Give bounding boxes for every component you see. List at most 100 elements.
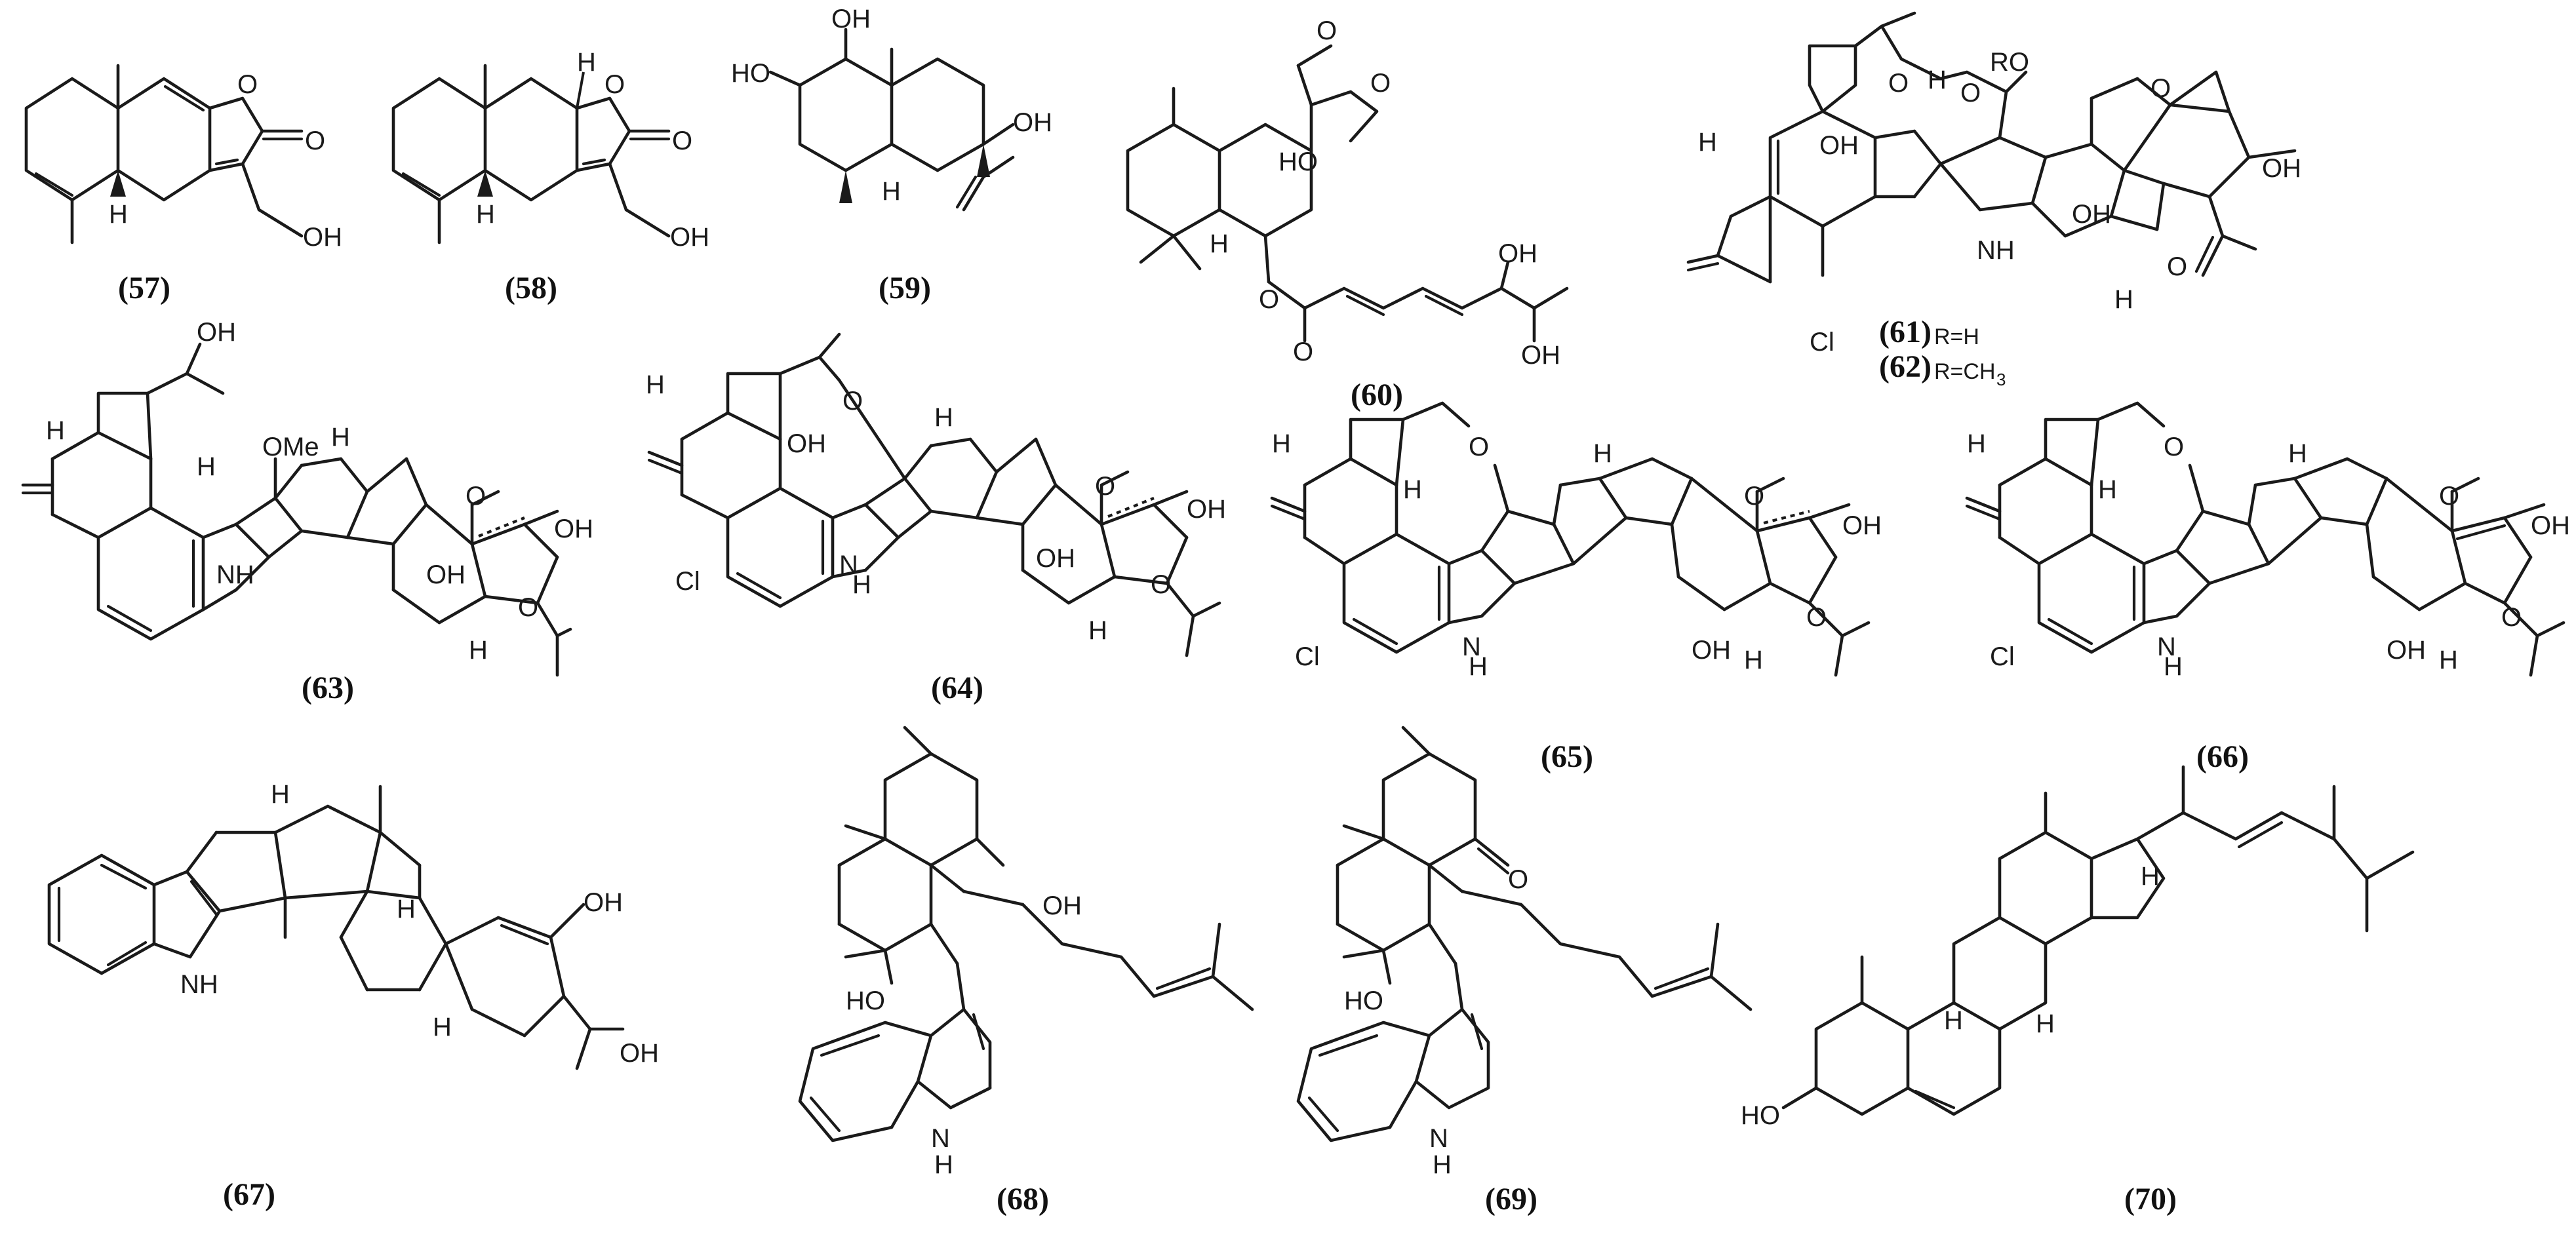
atom-h-65a: H [1272,429,1291,458]
atom-h-63a: H [46,416,65,445]
atom-oh-61b: OH [2072,200,2111,229]
atom-o-66c: O [2501,603,2522,632]
r-group-62-subscript: 3 [1996,370,2006,389]
atom-oh-65b: OH [1842,511,1882,540]
atom-oh-61c: OH [2262,154,2301,183]
atom-o-66b: O [2439,482,2459,511]
atom-o-60d: O [1293,338,1313,366]
atom-o-63b: O [518,593,538,622]
atom-oh-64b: OH [1036,544,1075,573]
atom-oh-67a: OH [584,888,623,917]
atom-h-61b: H [1698,128,1717,157]
atom-h-65d: H [1469,652,1488,681]
atom-oh-68a: OH [1042,891,1082,920]
atom-h-67a: H [271,780,290,809]
atom-cl-61: Cl [1810,328,1834,357]
atom-oh-59b: OH [1013,108,1052,137]
atom-n-65: N [1462,633,1481,661]
atom-n-64: N [839,551,858,579]
atom-oh-65a: OH [1692,636,1731,665]
atom-h-66e: H [2439,646,2458,674]
atom-h-64d: H [1088,616,1107,645]
atom-oh-66b: OH [2531,511,2570,540]
atom-h-67c: H [433,1013,452,1042]
compound-label-61: (61) [1879,315,1932,349]
atom-oh-60b: OH [1521,341,1560,370]
atom-o-58b: O [672,127,692,155]
atom-o-65c: O [1806,603,1827,632]
atom-oh-63c: OH [554,515,593,543]
structure-65: H O H H Cl N H OH O OH O H (65) [1270,401,1882,774]
structure-68: OH HO N H (68) [798,726,1254,1217]
atom-o-57: O [237,70,258,99]
atom-o-65b: O [1744,482,1764,511]
atom-h-70c: H [2141,862,2160,891]
atom-oh-67b: OH [620,1039,659,1068]
atom-h-66a: H [1967,429,1986,458]
atom-h-64c: H [852,570,871,599]
compound-label-70: (70) [2124,1182,2177,1217]
atom-o-57b: O [305,127,325,155]
atom-h-66c: H [2288,439,2307,468]
atom-h-64a: H [646,370,665,399]
compound-label-65: (65) [1541,739,1593,774]
atom-h-58a: H [577,48,596,77]
structure-60: O O HO H O O OH OH (60) [1126,16,1569,412]
structure-70: HO H H H (70) [1741,765,2415,1217]
atom-o-61a: O [1888,69,1909,98]
atom-nh-63: NH [216,560,254,589]
compound-label-68: (68) [997,1182,1049,1217]
atom-h-61a: H [1928,66,1947,94]
compound-label-64: (64) [931,671,983,705]
compound-label-63: (63) [302,671,354,705]
atom-o-69: O [1508,865,1528,894]
atom-h-70b: H [2036,1009,2055,1038]
atom-oh-66a: OH [2387,636,2426,665]
atom-o-64c: O [1151,570,1171,599]
atom-h-64b: H [934,403,953,432]
compound-label-67: (67) [223,1177,275,1212]
atom-h-70a: H [1944,1006,1963,1035]
atom-cl-66: Cl [1990,642,2015,671]
atom-h-61c: H [2114,285,2133,314]
atom-oh-61a: OH [1819,131,1859,160]
atom-nh-67: NH [180,970,218,999]
atom-o-61d: O [2167,252,2187,281]
atom-o-66a: O [2164,433,2184,461]
atom-o-63a: O [466,482,486,511]
r-group-61: R=H [1934,324,1979,349]
atom-h-65b: H [1403,475,1422,504]
atom-o-60a: O [1317,16,1337,45]
structure-63: OH OMe H H H NH OH O OH O H (63) [21,318,593,705]
atom-ho-59: HO [731,59,770,88]
atom-oh-59a: OH [831,5,871,33]
compound-label-59: (59) [879,271,931,305]
atom-ro-61: RO [1990,48,2029,77]
atom-oh-64c: OH [1187,495,1226,524]
atom-ho-70: HO [1741,1101,1780,1130]
atom-oh-60a: OH [1498,239,1537,268]
atom-h-57: H [109,200,128,229]
atom-nh-68: N [931,1124,950,1153]
atom-h-67b: H [397,895,416,924]
atom-cl-64: Cl [675,567,700,596]
atom-oh-57: OH [303,223,342,252]
atom-h-63c: H [331,423,350,452]
atom-h-63b: H [197,452,216,481]
atom-h-66d: H [2164,652,2183,681]
structure-66: H O H H Cl N H OH O OH O H (66) [1965,401,2570,774]
atom-h-63d: H [469,636,488,665]
atom-ome-63: OMe [262,433,319,461]
structure-59: OH HO OH H (59) [731,5,1052,305]
compound-label-60: (60) [1351,378,1403,412]
compound-label-66: (66) [2196,739,2249,774]
atom-ho-69: HO [1344,986,1383,1015]
atom-o-60c: O [1259,285,1279,314]
atom-oh-64a: OH [787,429,826,458]
atom-ho-60: HO [1278,147,1318,176]
atom-h-58: H [476,200,495,229]
atom-oh-58: OH [670,223,709,252]
atom-cl-65: Cl [1295,642,1320,671]
atom-h-60: H [1210,229,1229,258]
compound-label-62: (62) [1879,349,1932,384]
